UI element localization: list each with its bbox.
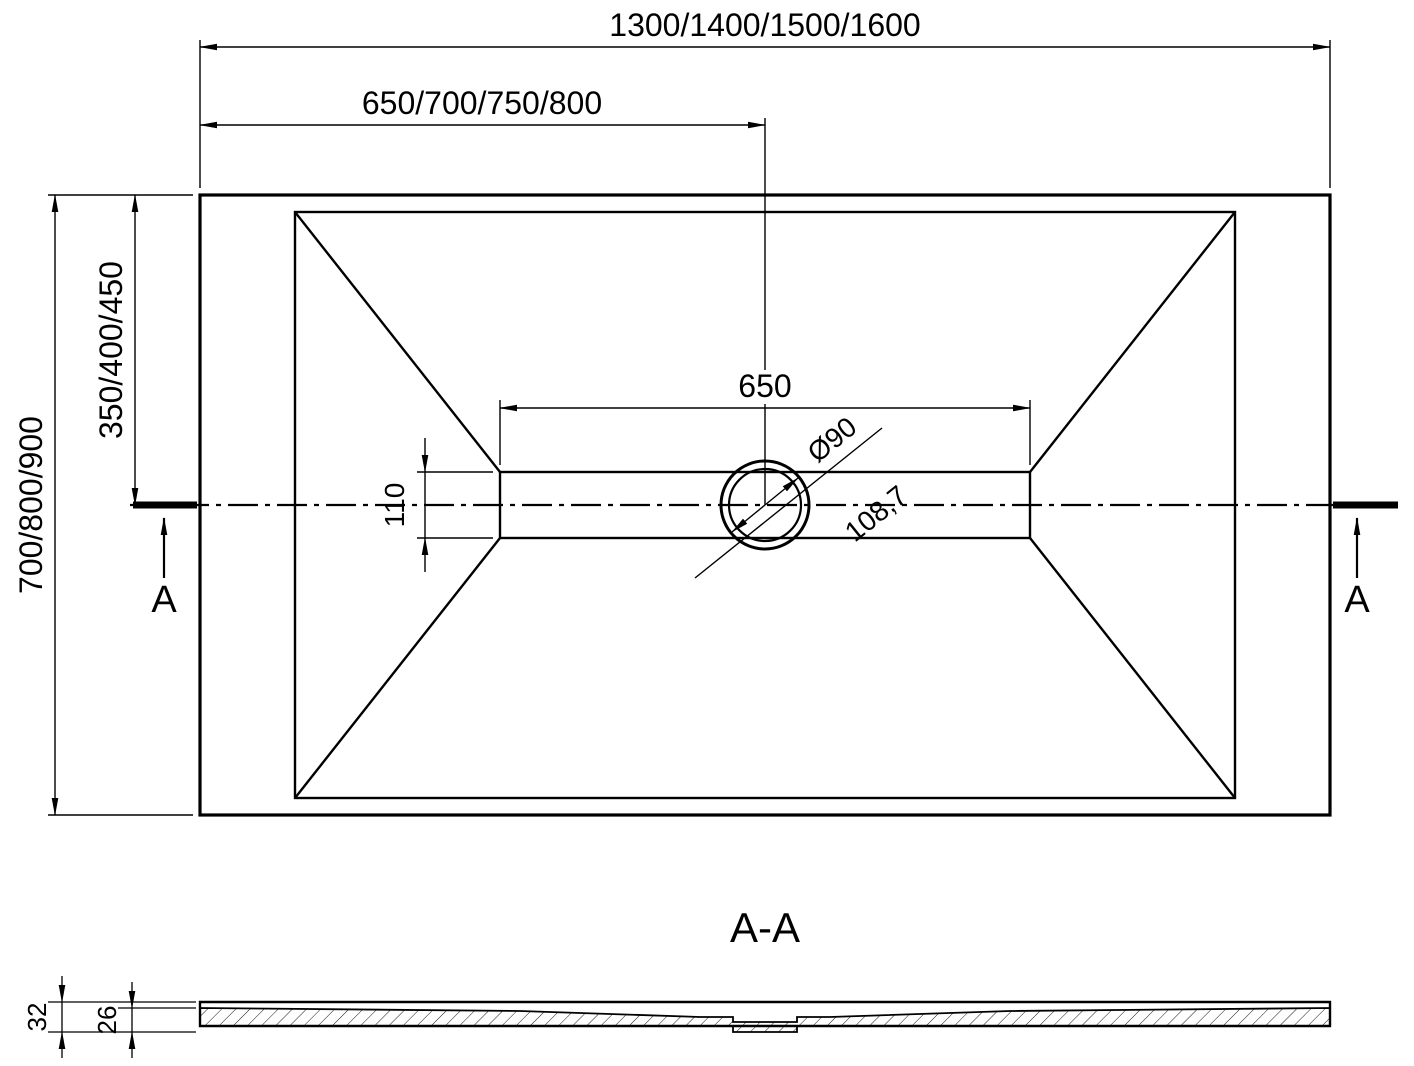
section-material-hatched — [199, 1007, 1331, 1027]
dim-width-to-drain-label: 650/700/750/800 — [362, 85, 602, 121]
dim-thickness-total-label: 32 — [22, 1003, 52, 1032]
drain-diameter-arrow-sw — [731, 504, 766, 533]
label-mask — [728, 370, 802, 404]
drain-diameter-leader — [694, 427, 883, 579]
drain-diameter-arrow-ne — [764, 477, 799, 506]
slope-edge-top-left — [294, 211, 501, 473]
section-marker-left-label: A — [151, 579, 177, 621]
slope-edge-bottom-left — [294, 537, 501, 799]
section-marker-right-label: A — [1344, 579, 1370, 621]
section-view — [198, 1000, 1332, 1033]
slope-edge-top-right — [1029, 211, 1236, 473]
dim-thickness-edge-label: 26 — [92, 1006, 122, 1035]
slope-edge-bottom-right — [1029, 537, 1236, 799]
section-view-title: A-A — [730, 904, 800, 951]
dim-channel-length-label: 650 — [738, 368, 791, 404]
dim-depth-to-drain-label: 350/400/450 — [93, 261, 129, 439]
dim-depth-total-label: 700/800/900 — [13, 416, 49, 594]
top-view-dimensions — [48, 40, 1331, 816]
section-view-dimensions — [48, 976, 196, 1058]
section-plane — [130, 501, 1400, 578]
dim-width-total-label: 1300/1400/1500/1600 — [609, 7, 920, 43]
dim-channel-width-label: 110 — [379, 483, 410, 528]
drain-flange — [732, 1025, 798, 1033]
dim-drain-diameter-label: Ø90 — [802, 411, 863, 468]
